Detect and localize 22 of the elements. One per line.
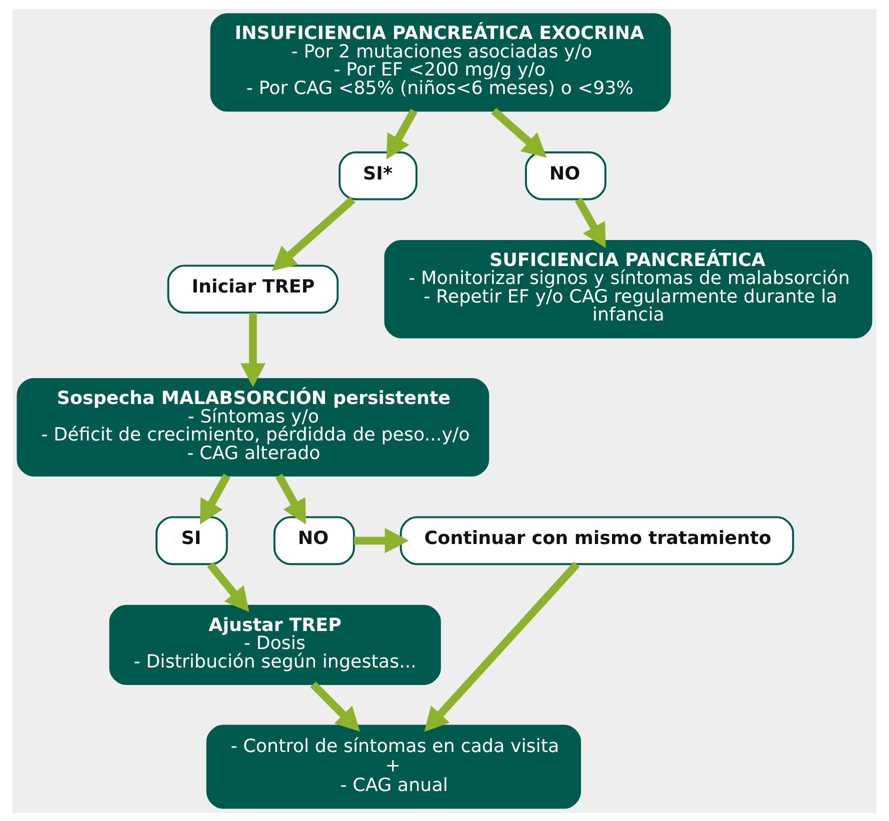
node-box: Ajustar TREP - Dosis - Distribución según ingestas... (109, 604, 441, 684)
node-box: INSUFICIENCIA PANCREÁTICA EXOCRINA - Por 2 mutaciones asociadas y/o - Por EF <200 mg/g y/o - Por CAG <85% (niños<6 meses) o <93% (210, 12, 671, 112)
node-box: SI* (338, 150, 418, 200)
arrow (354, 528, 409, 553)
node-box: Iniciar TREP (167, 264, 339, 314)
node-box: SUFICIENCIA PANCREÁTICA - Monitorizar signos y síntomas de malabsorción - Repetir EF y/o CAG regularmente durante la infancia (384, 239, 872, 338)
node-box: Sospecha MALABSORCIÓN persistente - Síntomas y/o - Déficit de crecimiento, pérdidda de peso...y/o - CAG alterado (16, 378, 490, 476)
arrow (276, 473, 306, 524)
arrow (240, 312, 266, 387)
arrow (491, 107, 547, 158)
arrow (574, 197, 606, 248)
node-box: Continuar con mismo tratamiento (400, 516, 794, 565)
arrow (310, 681, 360, 732)
arrow (200, 473, 230, 524)
node-box: NO (273, 516, 355, 565)
arrow (386, 108, 418, 159)
arrow (272, 196, 356, 271)
node-box: - Control de síntomas en cada visita + - CAG anual (206, 724, 581, 808)
node-box: NO (524, 150, 606, 200)
node-box: SI (156, 516, 228, 565)
arrow (207, 562, 250, 612)
arrow (424, 561, 580, 732)
